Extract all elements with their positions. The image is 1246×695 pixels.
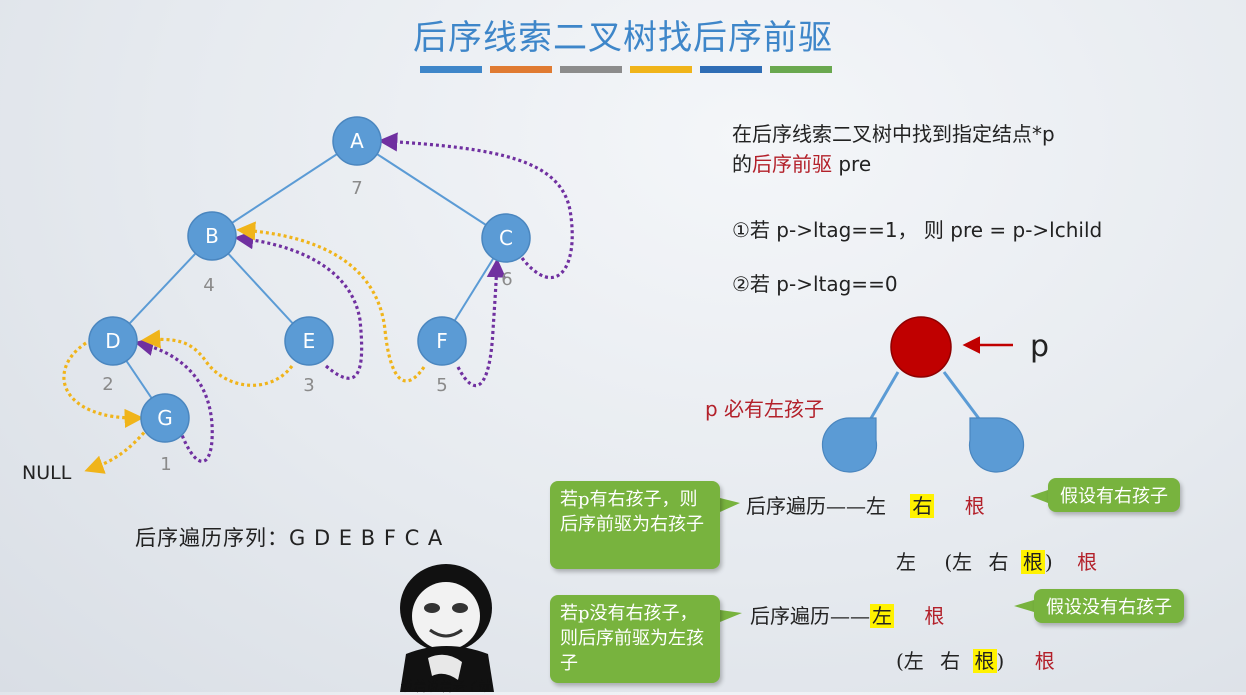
row1-tail: 根	[964, 494, 985, 518]
page-title: 后序线索二叉树找后序前驱	[413, 18, 833, 58]
row1-prefix: 后序遍历——左	[746, 494, 886, 518]
node-label: B	[205, 224, 219, 248]
order-label: 5	[436, 375, 447, 396]
postorder-row-1: 后序遍历——左 右 根	[746, 490, 985, 519]
row2-highlight: 根	[1020, 550, 1045, 574]
row4-close: )	[996, 649, 1005, 673]
order-label: 1	[160, 454, 171, 475]
thread-c-a	[378, 132, 574, 280]
order-label: 3	[303, 375, 314, 396]
row4-tail: 根	[1034, 649, 1055, 673]
description-line2: 的后序前驱 pre	[732, 148, 871, 177]
null-label: NULL	[22, 462, 72, 484]
description-line1: 在后序线索二叉树中找到指定结点*p	[732, 122, 1055, 146]
callout-pointer	[720, 610, 742, 622]
node-label: D	[105, 329, 120, 353]
thread-e-b	[234, 230, 364, 380]
p-has-left-child: p 必有左孩子	[705, 397, 825, 421]
postorder-row-3: 后序遍历——左 根	[750, 600, 944, 629]
note-no-right-child: 假设没有右孩子	[1034, 589, 1184, 623]
color-bar	[420, 66, 832, 73]
node-d: D 2	[88, 316, 138, 395]
thread-f-b	[236, 221, 426, 383]
order-label: 4	[203, 275, 214, 296]
postorder-sequence: 后序遍历序列：G D E B F C A	[135, 526, 444, 550]
edge-a-c	[356, 140, 507, 239]
p-node	[890, 316, 952, 378]
postorder-row-2: 左 (左 右 根) 根	[896, 546, 1097, 575]
p-node-diagram: p	[821, 316, 1049, 473]
order-label: 2	[102, 374, 113, 395]
description-suffix: pre	[832, 152, 872, 176]
color-bar-segment	[560, 66, 622, 73]
panda-meme-image	[400, 564, 494, 692]
color-bar-segment	[630, 66, 692, 73]
node-label: E	[303, 329, 316, 353]
node-a: A 7	[332, 116, 382, 199]
row3-highlight: 左	[870, 604, 894, 628]
case-1: ①若 p->ltag==1， 则 pre = p->lchild	[732, 218, 1103, 242]
edge-p-right	[942, 371, 982, 421]
thread-e-d	[141, 329, 294, 387]
node-label: F	[436, 329, 448, 353]
row2-tail: 根	[1077, 550, 1098, 574]
callout-pointer	[720, 498, 740, 512]
color-bar-segment	[490, 66, 552, 73]
color-bar-segment	[700, 66, 762, 73]
thread-f-c	[456, 258, 506, 388]
case-2: ②若 p->ltag==0	[732, 272, 898, 296]
thread-g-null	[84, 426, 150, 474]
row4-open: (左	[896, 649, 924, 673]
node-label: C	[499, 226, 513, 250]
note-pointer	[1030, 490, 1048, 503]
row2-close: )	[1044, 550, 1053, 574]
row2-b: 右	[988, 550, 1009, 574]
color-bar-segment	[420, 66, 482, 73]
node-g: G 1	[140, 393, 190, 475]
description-highlight: 后序前驱	[752, 152, 832, 176]
row3-tail: 根	[924, 604, 945, 628]
order-label: 7	[351, 178, 362, 199]
order-label: 6	[501, 269, 512, 290]
note-has-right-child: 假设有右孩子	[1048, 478, 1180, 512]
callout-has-right-child: 若p有右孩子，则后序前驱为右孩子	[550, 481, 720, 569]
color-bar-segment	[770, 66, 832, 73]
p-right-child	[968, 417, 1025, 473]
row2-a: 左	[896, 550, 916, 574]
node-f: F 5	[417, 316, 467, 396]
node-label: A	[350, 129, 364, 153]
meme-caption: 说着说着老子就	[400, 680, 492, 695]
row3-prefix: 后序遍历——	[750, 604, 870, 628]
row4-b: 右	[940, 649, 961, 673]
postorder-row-4: (左 右 根) 根	[896, 645, 1055, 674]
description-prefix: 的	[732, 152, 752, 176]
callout-no-right-child: 若p没有右孩子，则后序前驱为左孩子	[550, 595, 720, 683]
edge-a-b	[211, 140, 358, 237]
p-label: p	[1030, 329, 1049, 364]
node-b: B 4	[187, 211, 237, 296]
row2-open: (左	[944, 550, 973, 574]
node-c: C 6	[481, 213, 531, 290]
row1-highlight: 右	[910, 494, 935, 518]
p-left-child	[821, 417, 878, 473]
thread-g-d	[134, 337, 214, 463]
note-pointer	[1014, 600, 1034, 612]
node-label: G	[157, 406, 173, 430]
edge-p-left	[868, 371, 900, 421]
node-e: E 3	[284, 316, 334, 396]
row4-highlight: 根	[972, 649, 997, 673]
